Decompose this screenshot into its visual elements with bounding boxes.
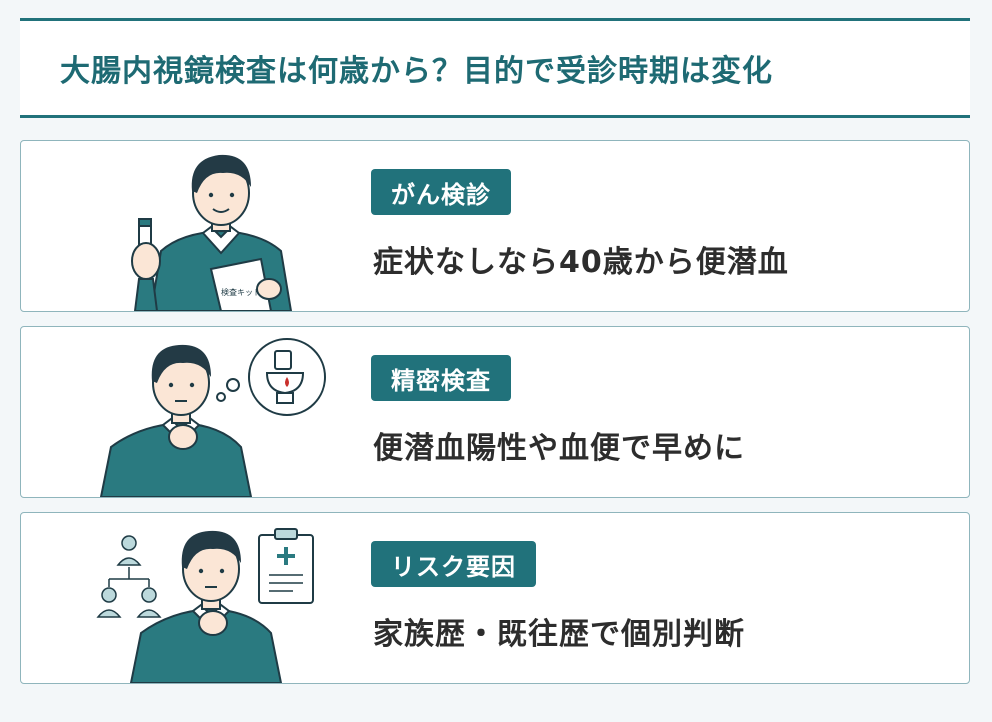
page-title: 大腸内視鏡検査は何歳から？目的で受診時期は変化 — [60, 54, 773, 89]
card-risk-factors: リスク要因 家族歴・既往歴で個別判断 — [20, 512, 970, 684]
blood-drop-icon — [285, 377, 289, 387]
badge-detailed-exam: 精密検査 — [371, 355, 511, 401]
desc-detailed-exam: 便潜血陽性や血便で早めに — [373, 431, 745, 466]
badge-risk-factors: リスク要因 — [371, 541, 536, 587]
badge-cancer-screening: がん検診 — [371, 169, 511, 215]
header: 大腸内視鏡検査は何歳から？目的で受診時期は変化 — [20, 18, 970, 118]
family-tree-icon — [96, 535, 162, 618]
card-detailed-exam: 精密検査 便潜血陽性や血便で早めに — [20, 326, 970, 498]
thinking-man-toilet-illustration — [99, 338, 326, 497]
thinking-man-family-tree-illustration — [96, 528, 314, 683]
desc-risk-factors: 家族歴・既往歴で個別判断 — [373, 617, 745, 652]
kit-label: 検査キット — [221, 287, 261, 297]
card-cancer-screening: 検査キット がん検診 症状なしなら40歳から便潜血 — [20, 140, 970, 312]
desc-cancer-screening: 症状なしなら40歳から便潜血 — [373, 245, 789, 280]
man-holding-test-kit-illustration: 検査キット — [131, 154, 293, 311]
medical-clipboard-icon — [258, 528, 314, 604]
